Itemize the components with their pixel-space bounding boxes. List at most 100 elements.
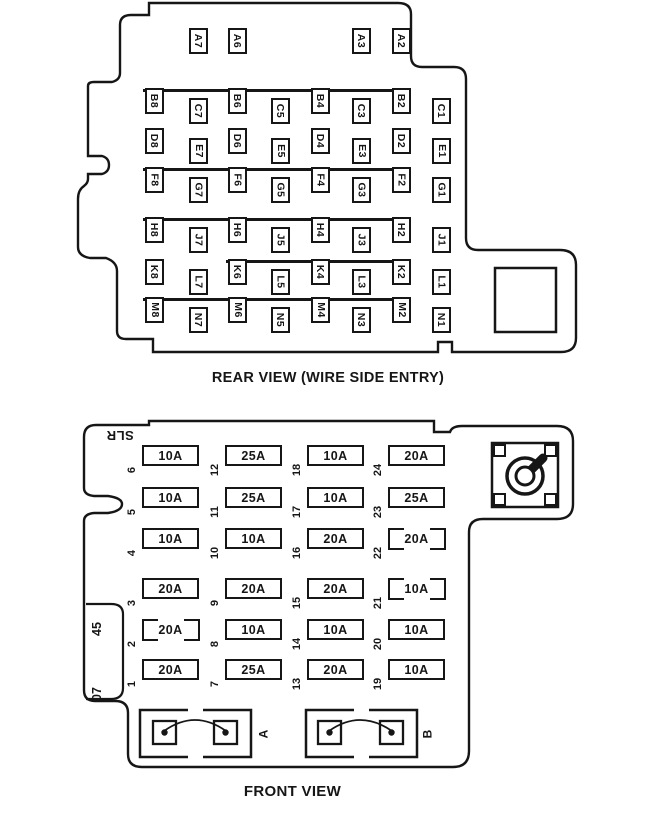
fuse-number-label: 18	[291, 463, 303, 477]
fuse-amp-label: 10A	[158, 531, 183, 546]
fuse-amp-label: 20A	[158, 662, 183, 677]
fuse-number-label: 7	[209, 680, 221, 688]
fuse-amp-label: 20A	[323, 531, 348, 546]
terminal-C3: C3	[352, 98, 371, 124]
fuse-4: 10A	[142, 528, 199, 549]
fuse-amp-label: 25A	[241, 662, 266, 677]
fuse-18: 10A	[307, 445, 364, 466]
fuse-amp-label: 10A	[404, 622, 429, 637]
fuse-3: 20A	[142, 578, 199, 599]
terminal-J1: J1	[432, 227, 451, 253]
fuse-number: 15	[289, 589, 305, 617]
terminal-G5: G5	[271, 177, 290, 203]
terminal-F4: F4	[311, 167, 330, 193]
terminal-H4: H4	[311, 217, 330, 243]
terminal-B4: B4	[311, 88, 330, 114]
fuse-number-label: 15	[291, 596, 303, 610]
fuse-15: 20A	[307, 578, 364, 599]
fuse-1: 20A	[142, 659, 199, 680]
fuse-number: 16	[289, 539, 305, 567]
fuse-number-label: 24	[372, 463, 384, 477]
fuse-number: 5	[124, 498, 140, 526]
fuse-number-label: 3	[126, 599, 138, 607]
terminal-M6: M6	[228, 297, 247, 323]
fuse-24: 20A	[388, 445, 445, 466]
fuse-number: 23	[370, 498, 386, 526]
terminal-L1: L1	[432, 269, 451, 295]
terminal-D4: D4	[311, 128, 330, 154]
relay-symbol	[490, 441, 560, 509]
front-view-caption: FRONT VIEW	[243, 783, 342, 800]
terminal-K4: K4	[311, 259, 330, 285]
fuse-number-label: 1	[126, 680, 138, 688]
fuse-amp-label: 20A	[404, 531, 429, 546]
terminal-H8: H8	[145, 217, 164, 243]
fuse-amp-label: 20A	[323, 581, 348, 596]
terminal-E1: E1	[432, 138, 451, 164]
fuse-number: 3	[124, 589, 140, 617]
fuse-number: 14	[289, 630, 305, 658]
terminal-K2: K2	[392, 259, 411, 285]
fuse-amp-label: 20A	[158, 581, 183, 596]
terminal-G1: G1	[432, 177, 451, 203]
fuse-amp-label: 20A	[404, 448, 429, 463]
breaker-a-label: A	[255, 725, 271, 743]
fuse-number: 19	[370, 670, 386, 698]
terminal-M4: M4	[311, 297, 330, 323]
fuse-21: 10A	[387, 577, 446, 600]
fuse-number-label: 5	[126, 508, 138, 516]
rear-keying-square	[493, 266, 558, 334]
terminal-L3: L3	[352, 269, 371, 295]
terminal-B2: B2	[392, 88, 411, 114]
fuse-number: 7	[207, 670, 223, 698]
terminal-F6: F6	[228, 167, 247, 193]
fuse-number: 21	[370, 589, 386, 617]
fuse-number: 17	[289, 498, 305, 526]
terminal-A2: A2	[392, 28, 411, 54]
fuse-10: 10A	[225, 528, 282, 549]
terminal-row-bus-bar	[143, 218, 411, 221]
rear-connector-outline	[76, 1, 578, 354]
terminal-J7: J7	[189, 227, 208, 253]
fuse-13: 20A	[307, 659, 364, 680]
fuse-number: 24	[370, 456, 386, 484]
terminal-row-bus-bar	[143, 89, 411, 92]
terminal-C7: C7	[189, 98, 208, 124]
fuse-amp-label: 10A	[404, 662, 429, 677]
fuse-number: 12	[207, 456, 223, 484]
fuse-number-label: 4	[126, 549, 138, 557]
breaker-b-label-text: B	[419, 729, 434, 739]
terminal-N5: N5	[271, 307, 290, 333]
terminal-C1: C1	[432, 98, 451, 124]
fuse-amp-label: 25A	[241, 490, 266, 505]
fuse-9: 20A	[225, 578, 282, 599]
rear-view-caption: REAR VIEW (WIRE SIDE ENTRY)	[211, 370, 445, 386]
fuse-12: 25A	[225, 445, 282, 466]
terminal-G7: G7	[189, 177, 208, 203]
terminal-L5: L5	[271, 269, 290, 295]
fuse-number-label: 17	[291, 505, 303, 519]
fuse-number-label: 21	[372, 596, 384, 610]
fuse-number: 1	[124, 670, 140, 698]
fuse-11: 25A	[225, 487, 282, 508]
fuse-number-label: 14	[291, 637, 303, 651]
terminal-A6: A6	[228, 28, 247, 54]
terminal-F8: F8	[145, 167, 164, 193]
fuse-amp-label: 10A	[323, 448, 348, 463]
terminal-K6: K6	[228, 259, 247, 285]
side-label-45: 45	[90, 614, 104, 644]
terminal-N3: N3	[352, 307, 371, 333]
fuse-number-label: 22	[372, 546, 384, 560]
terminal-E7: E7	[189, 138, 208, 164]
terminal-L7: L7	[189, 269, 208, 295]
side-label-07-text: 07	[90, 687, 104, 701]
fuse-6: 10A	[142, 445, 199, 466]
fuse-amp-label: 10A	[404, 581, 429, 596]
fuse-number-label: 10	[209, 546, 221, 560]
fuse-amp-label: 10A	[158, 448, 183, 463]
fuse-22: 20A	[387, 527, 446, 550]
fuse-number: 20	[370, 630, 386, 658]
